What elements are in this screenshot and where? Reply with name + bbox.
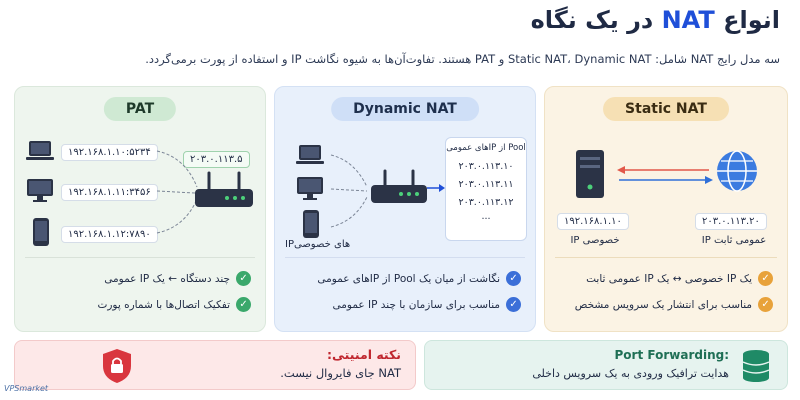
dynamic-arrows — [330, 154, 368, 228]
static-private-ip: ۱۹۲.۱۶۸.۱.۱۰ — [557, 213, 629, 230]
pool-ip-3: ۲۰۳.۰.۱۱۳.۱۲ — [458, 197, 514, 208]
static-nat-panel: Static NAT ۱۹۲.۱۶۸.۱.۱۰ IP خصوصی ۲۰۳.۰.۱… — [544, 86, 788, 332]
pat-feature-1: ✓ چند دستگاه ← یک IP عمومی — [104, 271, 251, 286]
arrow-right-icon — [427, 184, 445, 192]
dynamic-nat-panel: Dynamic NAT IPهای خصوصی Pool از IPهای عم… — [274, 86, 536, 332]
pat-title: PAT — [103, 97, 177, 121]
page-subtitle: سه مدل رایج NAT شامل: Static NAT، Dynami… — [145, 52, 780, 66]
monitor-icon — [27, 179, 53, 202]
static-public-ip: ۲۰۳.۰.۱۱۳.۲۰ — [695, 213, 767, 230]
bidirectional-arrows — [617, 166, 713, 184]
pat-feature-2: ✓ تفکیک اتصال‌ها با شماره پورت — [97, 297, 251, 312]
static-public-label: IP عمومی ثابت — [701, 235, 767, 246]
check-icon: ✓ — [236, 271, 251, 286]
check-icon: ✓ — [758, 271, 773, 286]
pat-panel: PAT ۱۹۲.۱۶۸.۱.۱۰:۵۲۳۴ ۱۹۲.۱۶۸.۱.۱۱:۳۴۵۶ … — [14, 86, 266, 332]
shield-lock-icon — [103, 349, 131, 383]
database-icon — [742, 350, 770, 382]
dynamic-nat-title: Dynamic NAT — [331, 97, 479, 121]
laptop-icon — [26, 141, 54, 160]
pool-ip-1: ۲۰۳.۰.۱۱۳.۱۰ — [458, 161, 514, 172]
pool-ip-2: ۲۰۳.۰.۱۱۳.۱۱ — [458, 179, 514, 190]
static-nat-title: Static NAT — [603, 97, 729, 121]
port-forwarding-note: Port Forwarding: هدایت ترافیک ورودی به ی… — [424, 340, 788, 390]
dynamic-private-label: IPهای خصوصی — [285, 239, 351, 250]
router-icon — [371, 169, 427, 203]
page-title: انواع NAT در یک نگاه — [530, 6, 780, 34]
pool-title: Pool از IPهای عمومی — [446, 143, 526, 153]
port-forwarding-title: Port Forwarding: — [614, 348, 729, 362]
pat-public-ip: ۲۰۳.۰.۱۱۳.۵ — [183, 151, 250, 168]
check-icon: ✓ — [506, 297, 521, 312]
static-private-label: IP خصوصی — [570, 235, 620, 246]
pat-device-ip-1: ۱۹۲.۱۶۸.۱.۱۰:۵۲۳۴ — [61, 144, 158, 161]
check-icon: ✓ — [758, 297, 773, 312]
laptop-icon — [296, 145, 324, 164]
security-text: NAT جای فایروال نیست. — [280, 366, 401, 380]
dynamic-feature-1: ✓ نگاشت از میان یک Pool از IPهای عمومی — [317, 271, 521, 286]
pat-device-ip-3: ۱۹۲.۱۶۸.۱.۱۲:۷۸۹۰ — [61, 226, 158, 243]
server-icon — [576, 150, 604, 198]
check-icon: ✓ — [236, 297, 251, 312]
static-feature-2: ✓ مناسب برای انتشار یک سرویس مشخص — [575, 297, 773, 312]
brand-logo: VPSmarket — [4, 384, 49, 393]
check-icon: ✓ — [506, 271, 521, 286]
pat-arrows — [156, 150, 198, 234]
public-ip-pool: Pool از IPهای عمومی ۲۰۳.۰.۱۱۳.۱۰ ۲۰۳.۰.۱… — [445, 137, 527, 241]
pat-device-ip-2: ۱۹۲.۱۶۸.۱.۱۱:۳۴۵۶ — [61, 184, 158, 201]
static-feature-1: ✓ یک IP خصوصی ↔ یک IP عمومی ثابت — [586, 271, 773, 286]
port-forwarding-text: هدایت ترافیک ورودی به یک سرویس داخلی — [532, 367, 729, 380]
dynamic-feature-2: ✓ مناسب برای سازمان با چند IP عمومی — [333, 297, 521, 312]
phone-icon — [303, 210, 319, 238]
router-icon — [195, 171, 253, 207]
security-note: نکته امنیتی: NAT جای فایروال نیست. — [14, 340, 416, 390]
phone-icon — [33, 218, 49, 246]
monitor-icon — [297, 177, 323, 200]
pool-ip-more: ... — [481, 211, 491, 222]
globe-icon — [717, 150, 757, 192]
security-title: نکته امنیتی: — [327, 347, 401, 362]
